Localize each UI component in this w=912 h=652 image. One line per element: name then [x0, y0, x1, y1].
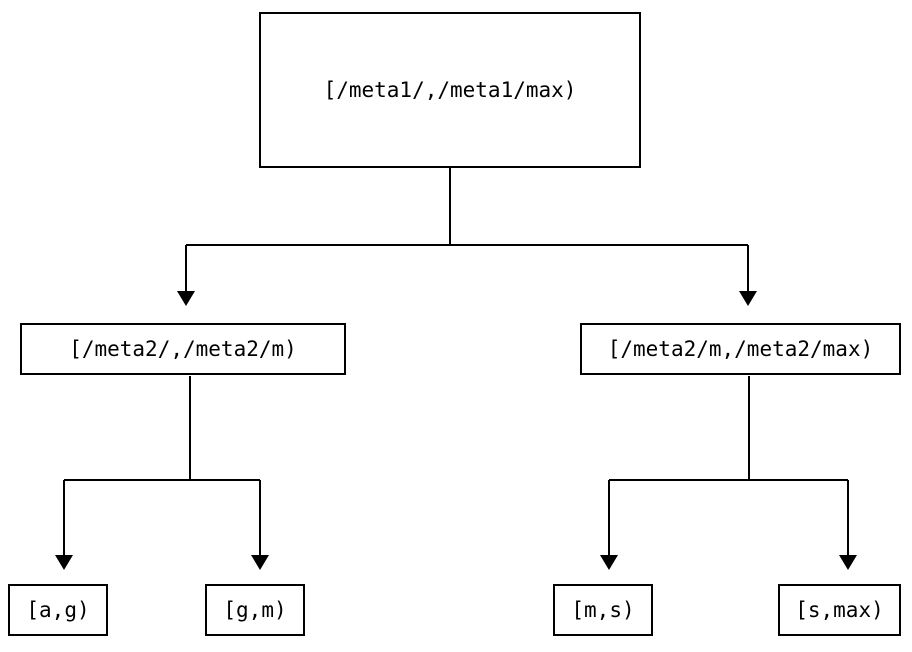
node-leaf-s-max: [s,max) [778, 584, 901, 636]
node-root: [/meta1/,/meta1/max) [259, 12, 641, 168]
node-leaf-m-s: [m,s) [553, 584, 653, 636]
node-leaf-a-g-label: [a,g) [26, 598, 90, 622]
node-leaf-a-g: [a,g) [8, 584, 108, 636]
node-level2-left-label: [/meta2/,/meta2/m) [69, 337, 297, 361]
arrowhead-leaf-smax [839, 555, 857, 570]
node-leaf-s-max-label: [s,max) [795, 598, 884, 622]
arrowhead-leaf-ms [600, 555, 618, 570]
arrowhead-mid-left [177, 291, 195, 306]
node-level2-left: [/meta2/,/meta2/m) [20, 323, 346, 375]
node-leaf-g-m: [g,m) [205, 584, 305, 636]
arrowhead-mid-right [739, 291, 757, 306]
node-level2-right-label: [/meta2/m,/meta2/max) [607, 337, 874, 361]
node-leaf-m-s-label: [m,s) [571, 598, 635, 622]
node-leaf-g-m-label: [g,m) [223, 598, 287, 622]
arrowhead-leaf-ag [55, 555, 73, 570]
node-level2-right: [/meta2/m,/meta2/max) [580, 323, 901, 375]
arrowhead-leaf-gm [251, 555, 269, 570]
node-root-label: [/meta1/,/meta1/max) [323, 78, 577, 102]
